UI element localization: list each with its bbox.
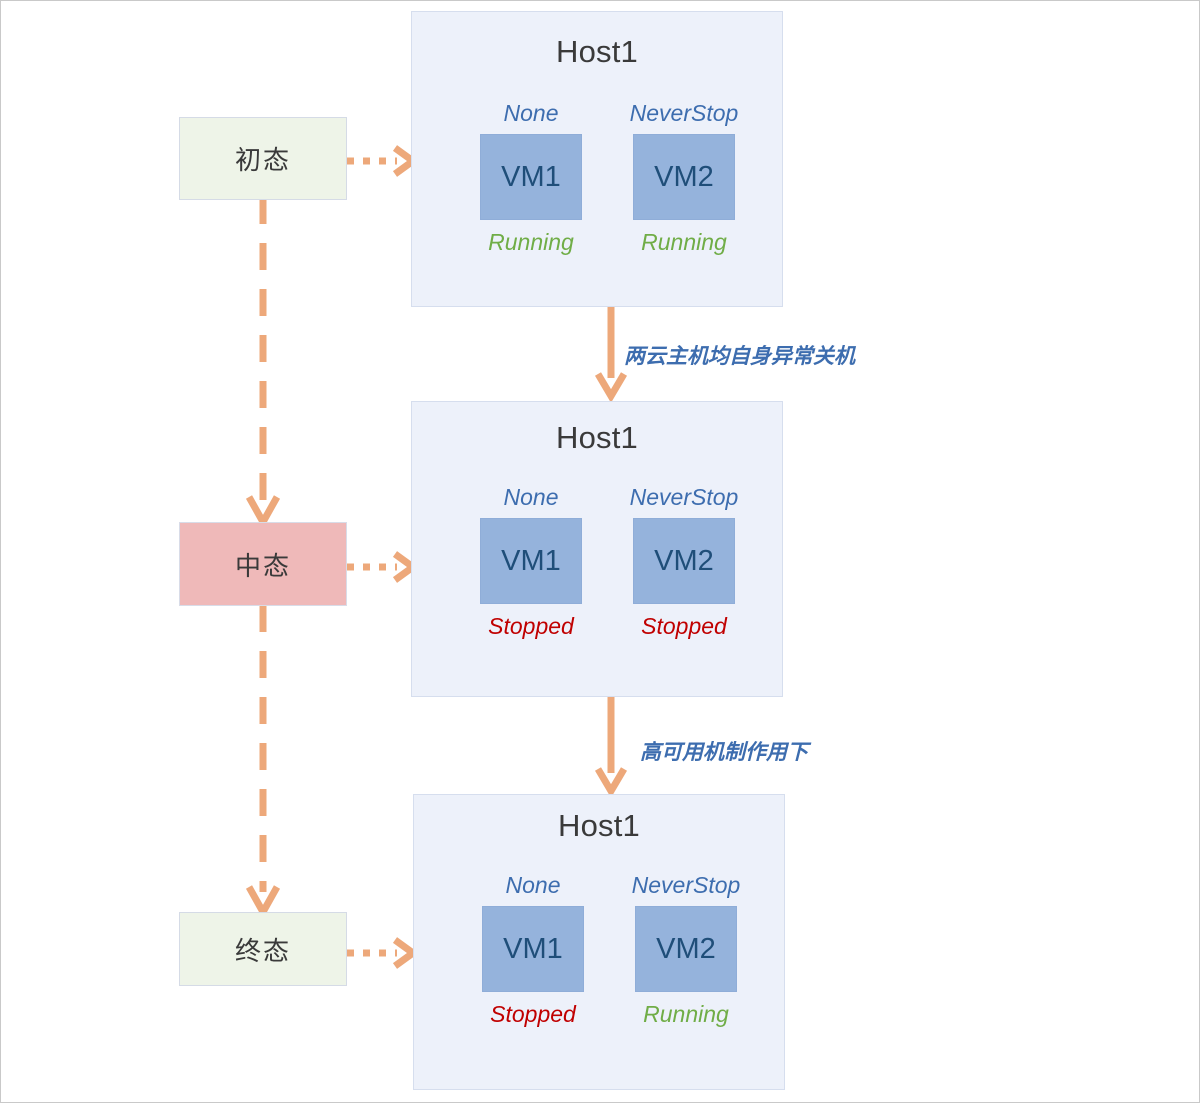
state-box-middle[interactable]: 中态 bbox=[179, 522, 347, 606]
vm-name-label: VM1 bbox=[501, 544, 561, 577]
vm-group-stage1-vm1: None VM1 Running bbox=[451, 100, 611, 256]
vm-name-label: VM1 bbox=[503, 932, 563, 965]
vm-box[interactable]: VM1 bbox=[480, 134, 582, 220]
vm-state-label: Running bbox=[641, 229, 727, 255]
vm-policy-label: None bbox=[503, 100, 559, 126]
host-box-stage-3[interactable]: Host1 None VM1 Stopped NeverStop VM2 Run… bbox=[413, 794, 785, 1090]
vm-policy-label: NeverStop bbox=[631, 872, 741, 898]
vm-box[interactable]: VM1 bbox=[482, 906, 584, 992]
vm-group-stage2-vm2: NeverStop VM2 Stopped bbox=[600, 484, 768, 640]
vm-box[interactable]: VM1 bbox=[480, 518, 582, 604]
transition-arrow-host2-to-host3 bbox=[594, 693, 628, 796]
state-box-initial[interactable]: 初态 bbox=[179, 117, 347, 200]
vm-policy-label: NeverStop bbox=[629, 484, 739, 510]
vm-group-stage3-vm2: NeverStop VM2 Running bbox=[602, 872, 770, 1028]
vm-group-stage3-vm1: None VM1 Stopped bbox=[453, 872, 613, 1028]
vm-state-label: Stopped bbox=[641, 613, 727, 639]
host-title-stage-3: Host1 bbox=[558, 808, 640, 843]
vm-name-label: VM1 bbox=[501, 160, 561, 193]
vm-name-label: VM2 bbox=[654, 544, 714, 577]
host-box-stage-1[interactable]: Host1 None VM1 Running NeverStop VM2 Run… bbox=[411, 11, 783, 307]
vm-box[interactable]: VM2 bbox=[633, 518, 735, 604]
state-flow-connector-initial-to-middle bbox=[245, 197, 281, 527]
vm-box[interactable]: VM2 bbox=[635, 906, 737, 992]
vm-policy-label: NeverStop bbox=[629, 100, 739, 126]
host-box-stage-2[interactable]: Host1 None VM1 Stopped NeverStop VM2 Sto… bbox=[411, 401, 783, 697]
vm-state-label: Running bbox=[643, 1001, 729, 1027]
vm-state-label: Stopped bbox=[490, 1001, 576, 1027]
state-box-final-label: 终态 bbox=[234, 935, 291, 966]
vm-group-stage2-vm1: None VM1 Stopped bbox=[451, 484, 611, 640]
vm-box[interactable]: VM2 bbox=[633, 134, 735, 220]
transition-label-2: 高可用机制作用下 bbox=[640, 741, 808, 764]
host-title-stage-2: Host1 bbox=[556, 420, 638, 455]
state-box-final[interactable]: 终态 bbox=[179, 912, 347, 986]
vm-policy-label: None bbox=[503, 484, 559, 510]
state-box-initial-label: 初态 bbox=[234, 145, 291, 175]
vm-group-stage1-vm2: NeverStop VM2 Running bbox=[600, 100, 768, 256]
host-title-stage-1: Host1 bbox=[556, 34, 638, 69]
vm-name-label: VM2 bbox=[654, 160, 714, 193]
vm-name-label: VM2 bbox=[656, 932, 716, 965]
transition-arrow-host1-to-host2 bbox=[594, 306, 628, 401]
vm-policy-label: None bbox=[505, 872, 561, 898]
state-box-middle-label: 中态 bbox=[234, 550, 291, 581]
state-flow-connector-middle-to-final bbox=[245, 605, 281, 917]
transition-label-1: 两云主机均自身异常关机 bbox=[624, 345, 855, 368]
vm-state-label: Running bbox=[488, 229, 574, 255]
vm-state-label: Stopped bbox=[488, 613, 574, 639]
